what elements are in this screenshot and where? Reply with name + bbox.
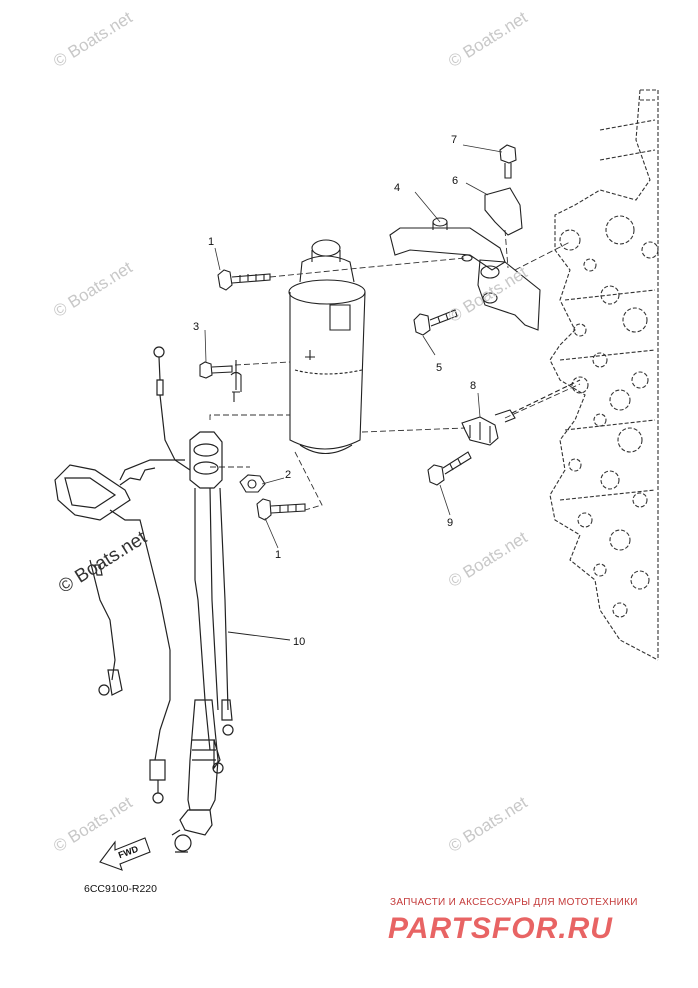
bolt-part-1-bottom [256,498,306,521]
callout-5: 5 [436,362,443,374]
callout-3: 3 [193,321,200,333]
callout-7: 7 [451,134,458,146]
brand-tagline: ЗАПЧАСТИ И АКСЕССУАРЫ ДЛЯ МОТОТЕХНИКИ [390,897,638,908]
screw-part-7 [499,144,517,179]
callout-leaders [204,144,503,549]
clamp-part-8 [461,379,581,446]
callout-9: 9 [447,517,454,529]
starter-motor [288,239,366,455]
fwd-arrow-icon [99,837,151,871]
bolt-part-5 [413,309,458,336]
callout-8: 8 [470,380,477,392]
callout-2: 2 [285,469,292,481]
callout-1-top: 1 [208,236,215,248]
diagram-code: 6CC9100-R220 [84,883,157,895]
engine-block [549,89,659,661]
callout-4: 4 [394,182,401,194]
bracket-part-6 [477,187,541,331]
bracket-part-4 [389,217,506,271]
wire-harness-part-10 [54,346,291,853]
brand-logo: PARTSFOR.RU [388,912,613,945]
bolt-part-9 [427,451,472,486]
bolt-part-1-top [217,269,271,291]
leader-lines [209,229,581,511]
callout-6: 6 [452,175,459,187]
callout-10: 10 [293,636,306,648]
nut-part-2 [239,474,266,493]
screw-part-3 [199,360,242,402]
callout-1-bottom: 1 [275,549,282,561]
